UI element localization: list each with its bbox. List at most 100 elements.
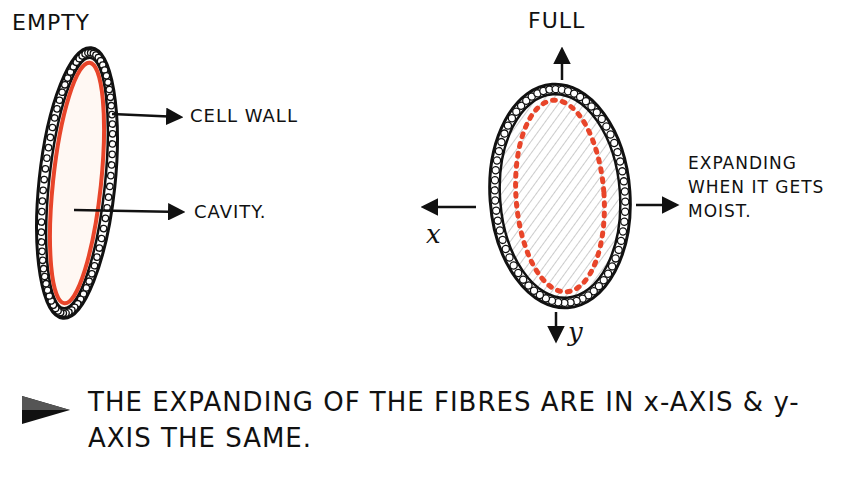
- wall-bead: [49, 124, 56, 131]
- wall-bead: [519, 276, 527, 284]
- wall-bead: [39, 248, 46, 255]
- wall-bead: [41, 176, 48, 183]
- wall-bead: [621, 208, 629, 216]
- cavity: [40, 60, 113, 306]
- wall-bead: [608, 263, 616, 271]
- wall-bead: [38, 208, 45, 215]
- wall-bead: [43, 155, 50, 162]
- wall-bead: [619, 228, 627, 236]
- wall-bead: [514, 269, 522, 277]
- wall-bead: [40, 187, 47, 194]
- wall-bead: [495, 147, 503, 155]
- wall-bead: [51, 114, 58, 121]
- wall-bead: [53, 105, 60, 112]
- wall-bead: [504, 122, 512, 130]
- bullet-triangle-shade: [22, 396, 70, 410]
- figure-heading: FULL: [528, 6, 585, 37]
- wall-bead: [108, 102, 115, 109]
- wall-bead: [59, 89, 66, 96]
- wall-bead: [106, 183, 113, 190]
- wall-bead: [607, 131, 615, 139]
- wall-bead: [501, 130, 509, 138]
- wall-bead: [614, 148, 622, 156]
- note-text: EXPANDING WHEN IT GETS MOIST.: [688, 152, 858, 223]
- part-label: CELL WALL: [190, 103, 298, 128]
- figure-heading: EMPTY: [12, 8, 90, 39]
- full-cell: [482, 79, 637, 312]
- wall-bead: [616, 158, 624, 166]
- cell-wall-inner: [36, 55, 118, 311]
- expansion-arrow: [424, 206, 476, 209]
- wall-bead: [61, 81, 68, 88]
- wall-bead: [106, 86, 113, 93]
- expansion-arrow: [561, 50, 564, 80]
- wall-bead: [47, 134, 54, 141]
- wall-bead: [491, 197, 499, 205]
- wall-bead: [617, 237, 625, 245]
- wall-bead: [108, 161, 115, 168]
- wall-bead: [96, 245, 103, 252]
- wall-bead: [102, 215, 109, 222]
- wall-bead: [42, 165, 49, 172]
- wall-bead: [621, 188, 629, 196]
- wall-bead: [598, 115, 606, 123]
- wall-bead: [43, 280, 50, 287]
- wall-bead: [491, 176, 499, 184]
- empty-cell: [25, 44, 129, 322]
- wall-bead: [109, 121, 116, 128]
- part-label: CAVITY.: [194, 199, 266, 224]
- wall-bead: [610, 139, 618, 147]
- wall-bead: [44, 287, 51, 294]
- wall-bead: [88, 270, 95, 277]
- wall-bead: [103, 72, 110, 79]
- wall-bead: [109, 130, 116, 137]
- wall-bead: [492, 207, 500, 215]
- wall-bead: [492, 166, 500, 174]
- cell-wall-inner: [493, 90, 627, 302]
- cell-wall-outer: [25, 44, 129, 322]
- wall-bead: [109, 140, 116, 147]
- wall-bead: [100, 225, 107, 232]
- wall-bead: [38, 229, 45, 236]
- cell-wall-outer: [482, 79, 637, 312]
- wall-bead: [620, 218, 628, 226]
- axis-label: x: [426, 216, 442, 252]
- wall-bead: [494, 217, 502, 225]
- wall-bead: [107, 94, 114, 101]
- wall-bead: [510, 262, 518, 270]
- wall-bead: [109, 151, 116, 158]
- wall-bead: [603, 123, 611, 131]
- wall-bead: [107, 172, 114, 179]
- wall-bead: [604, 270, 612, 278]
- wall-bead: [105, 194, 112, 201]
- leader-arrow: [112, 114, 180, 117]
- wall-bead: [56, 97, 63, 104]
- wall-bead: [38, 219, 45, 226]
- wall-bead: [498, 138, 506, 146]
- wall-bead: [496, 227, 504, 235]
- leader-arrow: [74, 210, 182, 212]
- wall-bead: [612, 255, 620, 263]
- bullet-triangle: [22, 396, 70, 424]
- wall-bead: [493, 157, 501, 165]
- wall-bead: [618, 168, 626, 176]
- wall-bead: [38, 238, 45, 245]
- wall-bead: [593, 109, 601, 117]
- wall-bead: [502, 245, 510, 253]
- wall-bead: [91, 262, 98, 269]
- wall-bead: [491, 187, 499, 195]
- wall-bead: [104, 79, 111, 86]
- wall-bead: [40, 265, 47, 272]
- expansion-arrow: [555, 312, 558, 340]
- expansion-arrow: [636, 204, 676, 207]
- wall-bead: [41, 273, 48, 280]
- wall-bead: [39, 257, 46, 264]
- wall-bead: [93, 254, 100, 261]
- wall-bead: [615, 246, 623, 254]
- wall-bead: [45, 144, 52, 151]
- wall-bead: [620, 177, 628, 185]
- wall-bead: [499, 236, 507, 244]
- wall-bead: [39, 198, 46, 205]
- wall-bead: [621, 198, 629, 206]
- cavity-dotted: [509, 97, 610, 295]
